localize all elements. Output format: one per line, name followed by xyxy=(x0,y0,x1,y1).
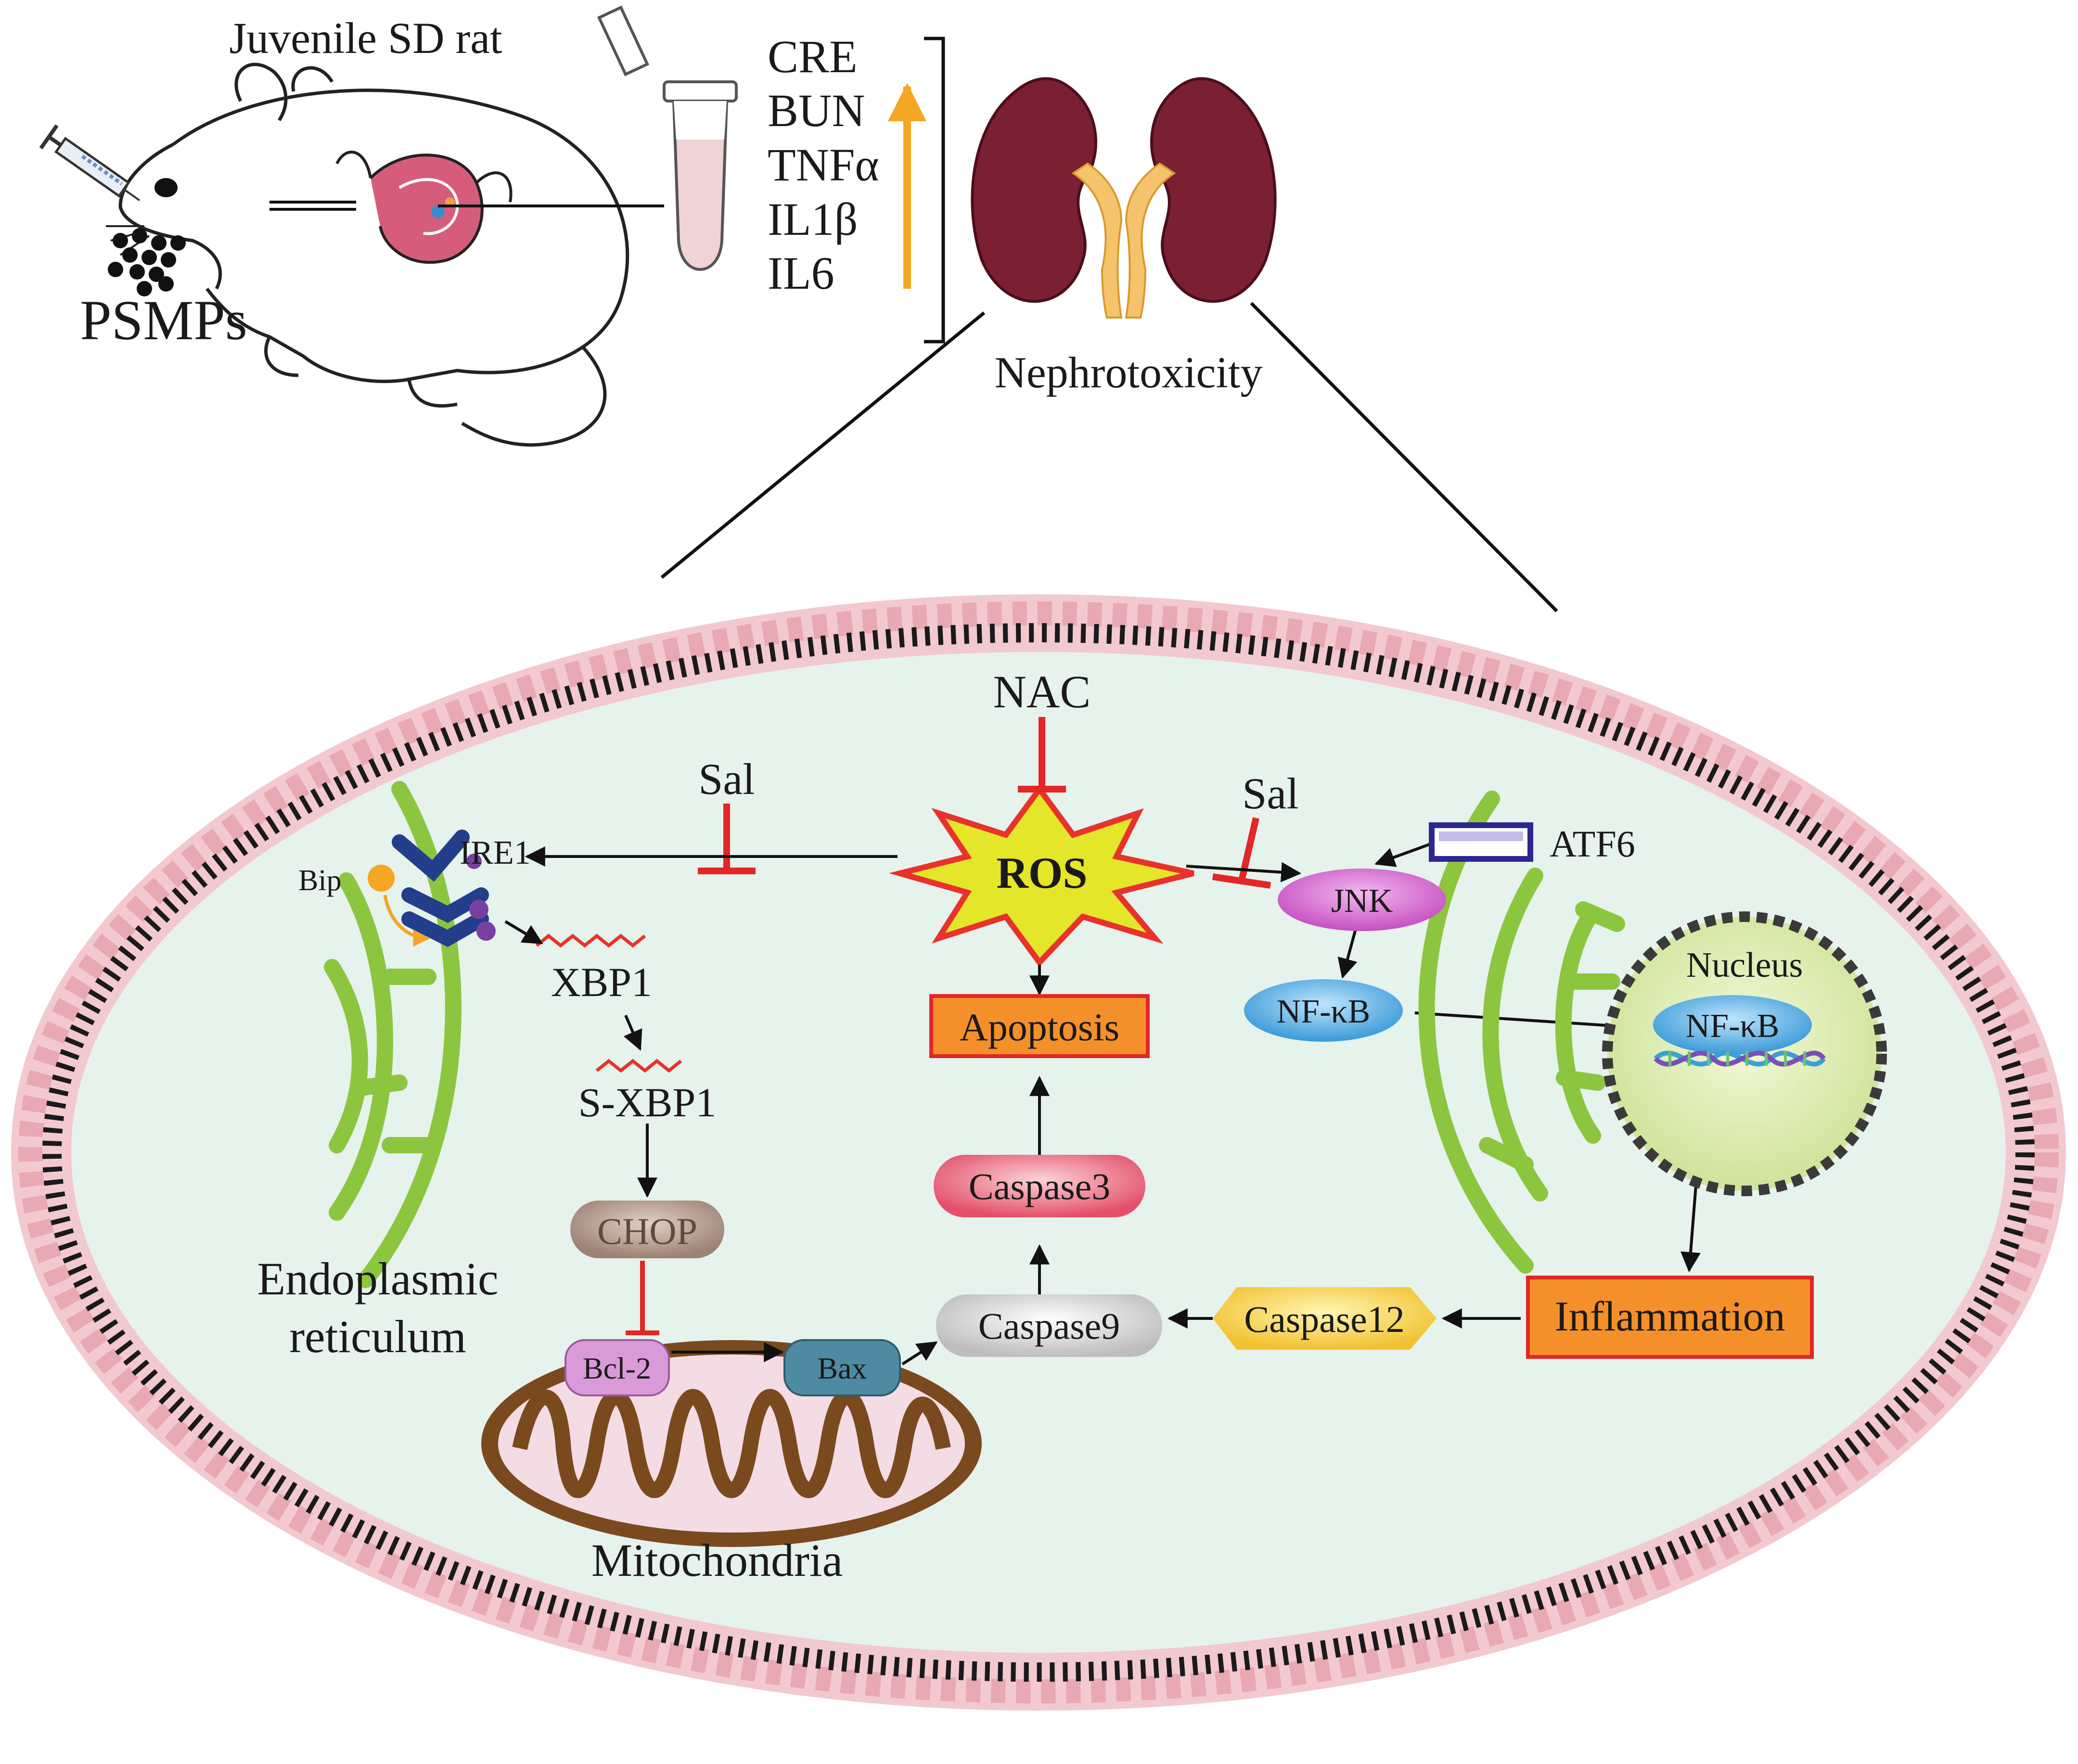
caspase12-label: Caspase12 xyxy=(1244,1298,1405,1340)
nac-inhibition-icon xyxy=(1018,717,1066,793)
jnk-node xyxy=(1278,869,1446,931)
xbp1-label: XBP1 xyxy=(551,959,652,1005)
nephrotoxicity-label: Nephrotoxicity xyxy=(995,348,1263,397)
atf6-label: ATF6 xyxy=(1550,823,1635,865)
syringe-icon xyxy=(39,124,141,202)
er-label-line2: reticulum xyxy=(289,1311,466,1362)
s-xbp1-mrna-icon xyxy=(595,1059,682,1073)
sal-left-inhibition-icon xyxy=(698,804,756,874)
microplastic-particles xyxy=(108,228,186,296)
atf6-shade xyxy=(1439,831,1523,841)
chop-node xyxy=(570,1201,724,1258)
sal-left-label: Sal xyxy=(698,754,755,804)
marker-bun: BUN xyxy=(768,85,865,136)
caspase12-node xyxy=(1213,1287,1437,1350)
nfkb-label: NF-κB xyxy=(1277,993,1371,1030)
nfkb-nucleus-label: NF-κB xyxy=(1686,1008,1780,1045)
nfkb-node xyxy=(1244,979,1403,1042)
caspase3-node xyxy=(934,1155,1145,1217)
dna-icon xyxy=(1654,1050,1826,1067)
bip-release-arrow xyxy=(383,895,430,947)
bax-node xyxy=(783,1339,901,1396)
caspase9-label: Caspase9 xyxy=(978,1305,1120,1347)
bcl2-node xyxy=(564,1339,670,1396)
bip-protein xyxy=(368,865,395,892)
endoplasmic-reticulum-left xyxy=(324,781,462,1288)
mitochondria-label: Mitochondria xyxy=(591,1534,843,1586)
nfkb-nucleus-node xyxy=(1653,995,1812,1055)
chop-inhibition-icon xyxy=(626,1261,659,1335)
caspase9-node xyxy=(936,1294,1162,1357)
rat-gut xyxy=(335,151,513,264)
s-xbp1-label: S-XBP1 xyxy=(578,1079,717,1125)
bax-label: Bax xyxy=(817,1351,867,1385)
apoptosis-box xyxy=(929,994,1150,1058)
apoptosis-label: Apoptosis xyxy=(960,1005,1120,1049)
atf6-node xyxy=(1429,822,1533,862)
rat-eye xyxy=(154,178,178,197)
bip-label: Bip xyxy=(298,864,342,897)
chop-label: CHOP xyxy=(597,1210,697,1252)
zoom-lines xyxy=(660,302,1558,613)
marker-tnfa: TNFα xyxy=(768,139,879,191)
sal-right-label: Sal xyxy=(1242,769,1299,818)
endoplasmic-reticulum-right xyxy=(1418,791,1625,1274)
ros-label: ROS xyxy=(996,848,1087,897)
bracket xyxy=(924,37,945,344)
mitochondria-icon xyxy=(481,1340,982,1547)
nucleus-label: Nucleus xyxy=(1686,946,1803,985)
nac-label: NAC xyxy=(993,666,1091,717)
rat-illustration xyxy=(106,63,629,447)
er-label-line1: Endoplasmic xyxy=(257,1253,498,1304)
bcl2-label: Bcl-2 xyxy=(583,1351,651,1385)
jnk-label: JNK xyxy=(1331,882,1393,920)
caspase3-label: Caspase3 xyxy=(969,1165,1111,1207)
xbp1-mrna-icon xyxy=(535,933,646,948)
inflammation-box xyxy=(1526,1276,1814,1359)
ire1-receptor-icon xyxy=(392,830,496,947)
kidney-icon xyxy=(971,77,1277,319)
marker-cre: CRE xyxy=(768,31,858,82)
ire1-label: IRE1 xyxy=(460,834,531,871)
marker-list: CRE BUN TNFα IL1β IL6 xyxy=(768,31,879,299)
sample-tube-icon xyxy=(597,5,738,271)
inflammation-label: Inflammation xyxy=(1555,1293,1785,1340)
marker-il6: IL6 xyxy=(768,247,834,299)
marker-il1b: IL1β xyxy=(768,193,858,245)
ros-burst xyxy=(888,784,1194,967)
rat-label: Juvenile SD rat xyxy=(229,13,502,63)
rat-to-tube-line xyxy=(269,201,664,211)
psmps-label: PSMPs xyxy=(80,289,247,352)
